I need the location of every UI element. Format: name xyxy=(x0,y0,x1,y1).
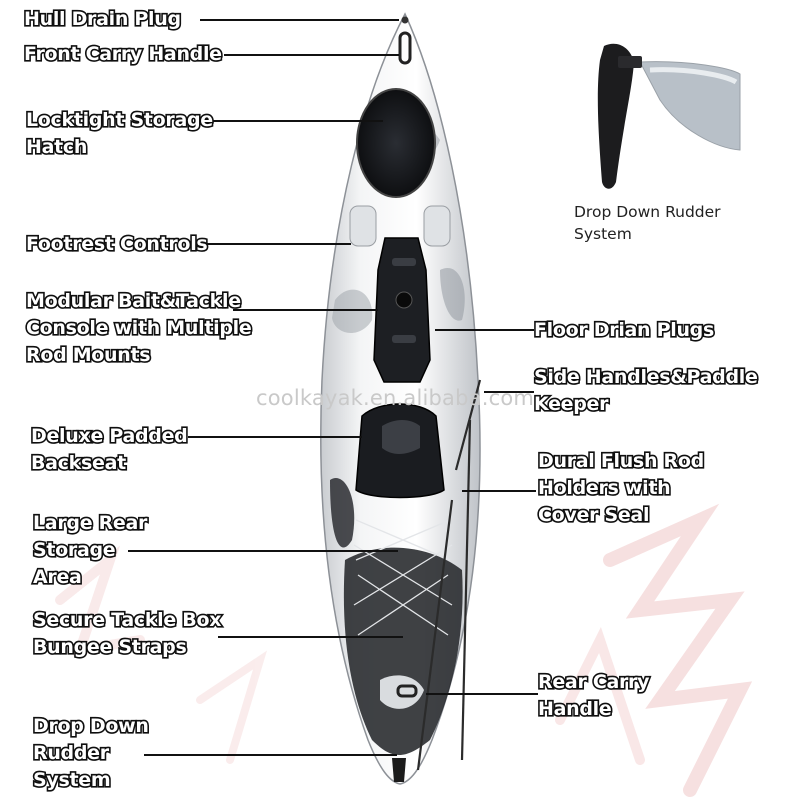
label-line: Side Handles&Paddle xyxy=(532,364,759,389)
label-line: Dural Flush Rod xyxy=(536,448,705,473)
leader-lines xyxy=(128,19,538,756)
label-line: Hatch xyxy=(24,134,89,159)
label-line: System xyxy=(31,767,112,792)
label-footrest-controls: Footrest Controls xyxy=(24,231,209,258)
seat-shape xyxy=(355,403,445,499)
label-line: Locktight Storage xyxy=(24,107,214,132)
label-drop-down-rudder-system: Drop Down Rudder System xyxy=(31,713,150,794)
label-line: Rod Mounts xyxy=(24,342,152,367)
label-side-handles-paddle-keeper: Side Handles&Paddle Keeper xyxy=(532,364,759,418)
inset-caption-line-1: Drop Down Rudder xyxy=(574,203,721,221)
fishing-rods-shape xyxy=(416,379,482,771)
label-line: Rear Carry xyxy=(536,669,651,694)
label-line: Drop Down xyxy=(31,713,150,738)
label-locktight-storage-hatch: Locktight Storage Hatch xyxy=(24,107,214,161)
label-hull-drain-plug: Hull Drain Plug xyxy=(22,6,182,33)
label-line: Storage xyxy=(31,537,117,562)
label-line: Console with Multiple xyxy=(24,315,253,340)
storage-hatch-shape xyxy=(356,88,436,198)
label-line: Hull Drain Plug xyxy=(22,6,182,31)
background-streaks xyxy=(55,503,753,797)
label-line: Deluxe Padded xyxy=(29,423,189,448)
label-line: Modular Bait&Tackle xyxy=(24,288,242,313)
label-front-carry-handle: Front Carry Handle xyxy=(22,41,223,68)
label-line: Cover Seal xyxy=(536,502,651,527)
label-dural-flush-rod-holders: Dural Flush Rod Holders with Cover Seal xyxy=(536,448,705,529)
label-line: Handle xyxy=(536,696,613,721)
label-line: Floor Drian Plugs xyxy=(532,317,715,342)
bungee-straps-shape xyxy=(353,519,453,636)
label-line: Front Carry Handle xyxy=(22,41,223,66)
drain-plug-shape xyxy=(401,16,409,24)
label-line: Backseat xyxy=(29,450,127,475)
watermark: coolkayak.en.alibaba.com xyxy=(256,386,535,410)
label-line: Area xyxy=(31,564,83,589)
rudder-shape xyxy=(392,758,406,782)
label-line: Large Rear xyxy=(31,510,149,535)
label-line: Holders with xyxy=(536,475,672,500)
label-deluxe-padded-backseat: Deluxe Padded Backseat xyxy=(29,423,189,477)
label-line: Rudder xyxy=(31,740,110,765)
rudder-inset-image xyxy=(597,43,741,189)
label-rear-carry-handle: Rear Carry Handle xyxy=(536,669,651,723)
label-floor-drian-plugs: Floor Drian Plugs xyxy=(532,317,715,344)
label-large-rear-storage-area: Large Rear Storage Area xyxy=(31,510,149,591)
inset-caption: Drop Down Rudder System xyxy=(574,201,721,245)
label-line: Keeper xyxy=(532,391,610,416)
label-line: Bungee Straps xyxy=(31,634,188,659)
inset-caption-line-2: System xyxy=(574,225,632,243)
label-modular-bait-tackle-console: Modular Bait&Tackle Console with Multipl… xyxy=(24,288,253,369)
tackle-console-shape xyxy=(373,237,431,383)
label-line: Secure Tackle Box xyxy=(31,607,223,632)
rear-handle-shape xyxy=(396,684,418,698)
front-handle-shape xyxy=(398,31,412,65)
label-secure-tackle-box-bungee-straps: Secure Tackle Box Bungee Straps xyxy=(31,607,223,661)
footrest-shapes xyxy=(349,205,451,247)
label-line: Footrest Controls xyxy=(24,231,209,256)
